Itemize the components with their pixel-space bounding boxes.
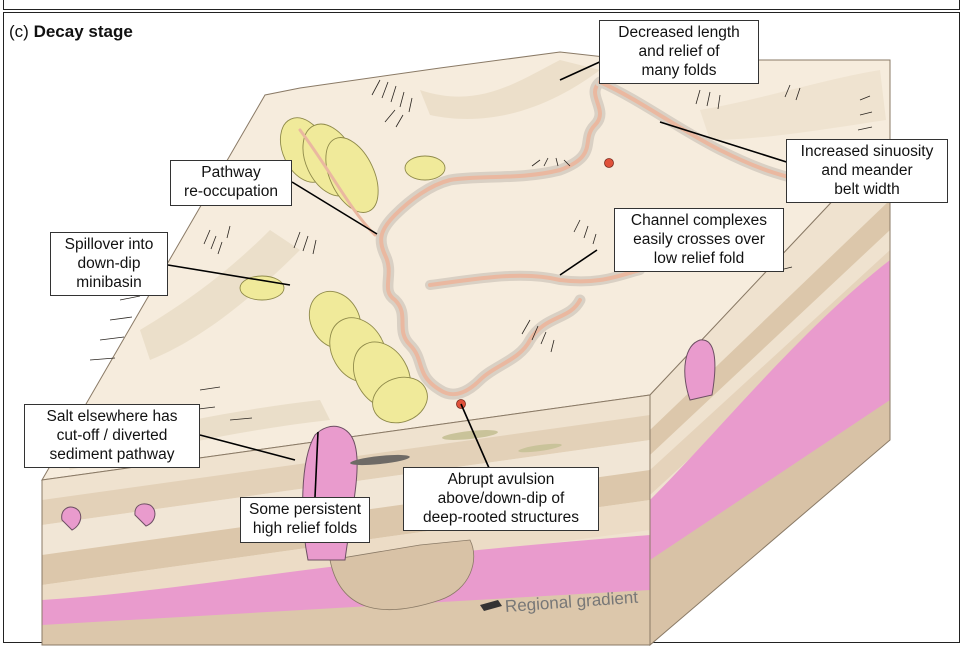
avulsion-point xyxy=(605,159,614,168)
panel-title: (c) Decay stage xyxy=(9,22,133,42)
callout-increased-sinuosity: Increased sinuosity and meander belt wid… xyxy=(786,139,948,203)
callout-salt-elsewhere: Salt elsewhere has cut-off / diverted se… xyxy=(24,404,200,468)
panel-title-text: Decay stage xyxy=(34,22,133,41)
callout-decreased-length: Decreased length and relief of many fold… xyxy=(599,20,759,84)
callout-abrupt-avulsion: Abrupt avulsion above/down-dip of deep-r… xyxy=(403,467,599,531)
callout-pathway-reoccupation: Pathway re-occupation xyxy=(170,160,292,206)
callout-persistent-folds: Some persistent high relief folds xyxy=(240,497,370,543)
panel-letter: (c) xyxy=(9,22,29,41)
callout-channel-complexes: Channel complexes easily crosses over lo… xyxy=(614,208,784,272)
salt-diapir xyxy=(685,340,715,400)
callout-spillover: Spillover into down-dip minibasin xyxy=(50,232,168,296)
